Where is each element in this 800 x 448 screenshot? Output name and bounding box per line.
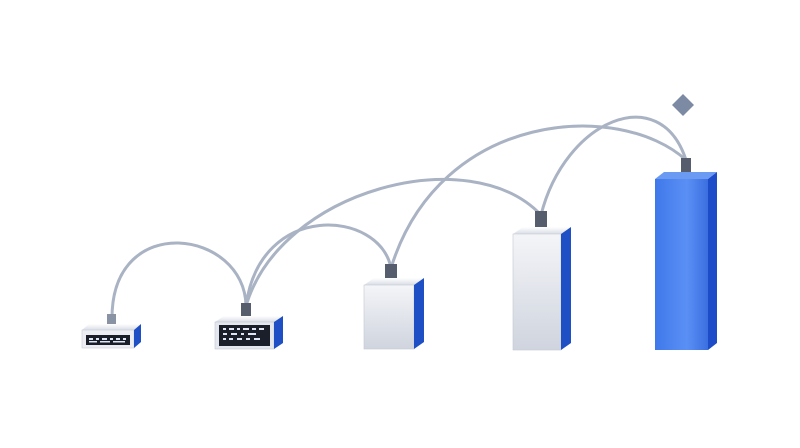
device-top	[513, 227, 571, 234]
device-box	[363, 264, 424, 350]
cable-d4-d5	[539, 115, 688, 217]
device-top	[82, 324, 141, 330]
status-display	[219, 325, 270, 346]
device-top	[215, 316, 283, 322]
device-top	[364, 278, 424, 285]
device-display-module	[214, 303, 283, 350]
cable-d2-d4	[244, 177, 543, 308]
display-leds	[223, 328, 264, 340]
port-connector	[107, 314, 116, 328]
device-face	[512, 233, 562, 351]
device-tallest-box	[655, 158, 717, 350]
device-side	[134, 324, 141, 348]
port-connector	[241, 303, 251, 321]
device-tall-box	[512, 211, 571, 351]
cable-d3-d5	[389, 124, 688, 270]
device-side	[561, 227, 571, 350]
cables	[110, 115, 688, 320]
device-small-module	[81, 314, 141, 349]
device-face	[363, 284, 415, 350]
diamond-icon	[672, 94, 694, 116]
device-top	[655, 172, 717, 179]
port-connector	[385, 264, 397, 281]
device-face	[655, 179, 708, 350]
device-side	[274, 316, 283, 349]
cable-d1-d2	[110, 241, 248, 320]
device-side	[708, 172, 717, 350]
cable-d2-d3	[244, 223, 393, 308]
status-display	[86, 335, 130, 345]
device-side	[414, 278, 424, 349]
port-connector	[535, 211, 547, 230]
port-connector	[681, 158, 691, 178]
display-leds	[89, 338, 126, 343]
